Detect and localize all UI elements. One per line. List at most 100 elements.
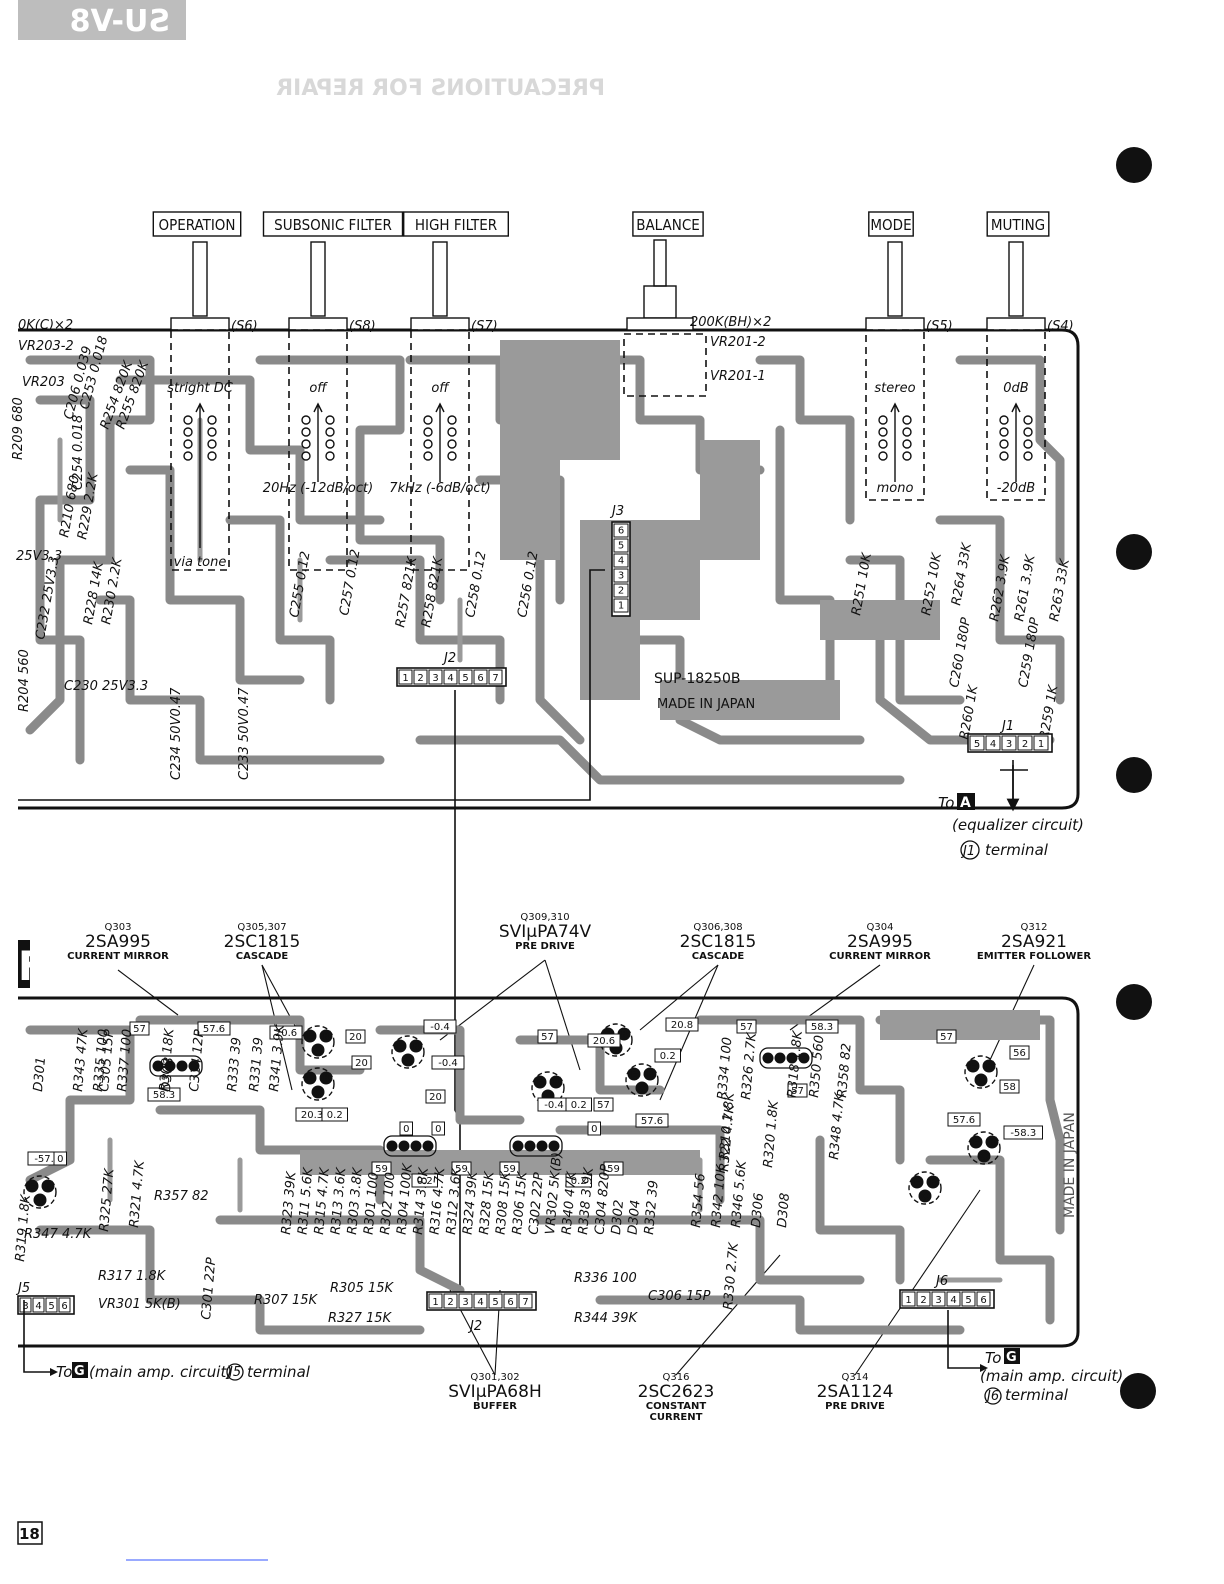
part-label: C306 15P: [648, 1289, 711, 1304]
part-label: 0K(C)×2: [18, 318, 73, 333]
pin-number: 6: [980, 1295, 986, 1306]
connector-name: J3: [609, 504, 624, 519]
test-voltage: 57.6: [947, 1112, 981, 1127]
voltage-value: 58.3: [153, 1090, 175, 1101]
test-voltage: 20: [351, 1055, 372, 1070]
test-voltage: 0: [431, 1121, 445, 1136]
pin-number: 6: [61, 1301, 67, 1312]
voltage-value: 57: [940, 1032, 953, 1043]
connector-name: J2: [467, 1319, 482, 1334]
transistor-role: CASCADE: [692, 951, 745, 962]
voltage-value: 59: [455, 1164, 468, 1175]
pin-letter: E: [631, 1070, 638, 1081]
part-label: C314 12P: [187, 1029, 207, 1093]
connector-name: J5: [15, 1281, 30, 1296]
part-label: R309 18K: [157, 1027, 178, 1093]
pin-letter: B: [322, 1074, 330, 1085]
switch-pos-bottom: mono: [877, 481, 914, 496]
pin-letter: E: [307, 1032, 314, 1043]
shaft: [653, 239, 667, 287]
pot-body: [643, 285, 677, 319]
ref-equalizer-circuit: To A (equalizer circuit) J1 terminal: [938, 793, 1084, 860]
pin-number: 2: [1022, 739, 1028, 750]
part-label: R306 15K: [510, 1170, 531, 1236]
transistor-role: BUFFER: [473, 1401, 517, 1412]
pin-number: 3: [462, 1297, 468, 1308]
part-label: R204 560: [17, 649, 32, 712]
control-label: BALANCE: [636, 216, 700, 234]
test-voltage: 56: [1009, 1045, 1030, 1060]
transistor-role: CURRENT: [650, 1412, 703, 1423]
svg-text:terminal: terminal: [985, 841, 1049, 859]
transistor-role: CONSTANT: [646, 1401, 707, 1412]
control-mode: MODE: [868, 211, 914, 317]
voltage-value: 0.2: [571, 1100, 587, 1111]
control-label: SUBSONIC FILTER: [274, 216, 392, 234]
leader-line: [854, 1189, 981, 1376]
part-label: C302 22P: [527, 1172, 547, 1236]
shaft: [310, 241, 326, 317]
part-label: R311 5.6K: [296, 1166, 317, 1236]
pin-letter: E: [397, 1042, 404, 1053]
switch-ref: (S6): [231, 319, 258, 334]
pin-letter: C: [977, 1076, 984, 1087]
pin-letter: E: [973, 1138, 980, 1149]
switch-pos-top: stereo: [874, 381, 915, 396]
part-label: R348 4.7K: [827, 1091, 848, 1161]
transistor-role: CASCADE: [236, 951, 289, 962]
svg-text:(main amp. circuit): (main amp. circuit): [89, 1363, 232, 1381]
pin-letter: B: [988, 1138, 996, 1149]
part-label: R346 5.6K: [729, 1159, 750, 1229]
switch-pos-top: 0dB: [1003, 381, 1029, 396]
part-label: C234 50V0.47: [169, 687, 184, 780]
transistor-array-footprint: [149, 1055, 203, 1077]
voltage-value: 0.2: [327, 1110, 343, 1121]
part-label: D308: [775, 1192, 793, 1228]
voltage-value: -57.4: [34, 1154, 60, 1165]
voltage-value: 20: [429, 1092, 442, 1103]
switch-pos-top: stright DC: [167, 381, 234, 396]
pin-number: 1: [432, 1297, 438, 1308]
pin-number: 7: [492, 673, 498, 684]
pin-letter: C: [314, 1088, 321, 1099]
shaft: [887, 241, 903, 317]
test-voltage: 20.6: [587, 1033, 621, 1048]
pin-number: 5: [965, 1295, 971, 1306]
leader-line: [659, 964, 719, 1101]
test-voltage: 59: [499, 1161, 520, 1176]
part-label: D306: [749, 1192, 767, 1228]
transistor-ref: Q304: [867, 922, 894, 933]
part-label: R358 82: [835, 1043, 855, 1099]
pin-number: 2: [417, 673, 423, 684]
voltage-value: 20: [349, 1032, 362, 1043]
part-label: C230 25V3.3: [64, 679, 148, 694]
test-voltage: 20.6: [269, 1025, 303, 1040]
voltage-value: 59: [375, 1164, 388, 1175]
pin-letter: B: [44, 1182, 52, 1193]
pin-number: 4: [618, 556, 624, 567]
pin-letter: C: [638, 1084, 645, 1095]
pin-number: 1: [402, 673, 408, 684]
svg-text:To: To: [985, 1349, 1002, 1367]
test-voltage: 0.2: [321, 1107, 348, 1122]
control-label-box: [632, 211, 704, 237]
pin-number: 6: [618, 526, 624, 537]
transistor-ref: Q305,307: [237, 922, 286, 933]
connector-name: J1: [999, 719, 1014, 734]
pin-number: 3: [935, 1295, 941, 1306]
part-label: C260 180P: [947, 616, 974, 688]
page-number: 18: [19, 1525, 40, 1543]
